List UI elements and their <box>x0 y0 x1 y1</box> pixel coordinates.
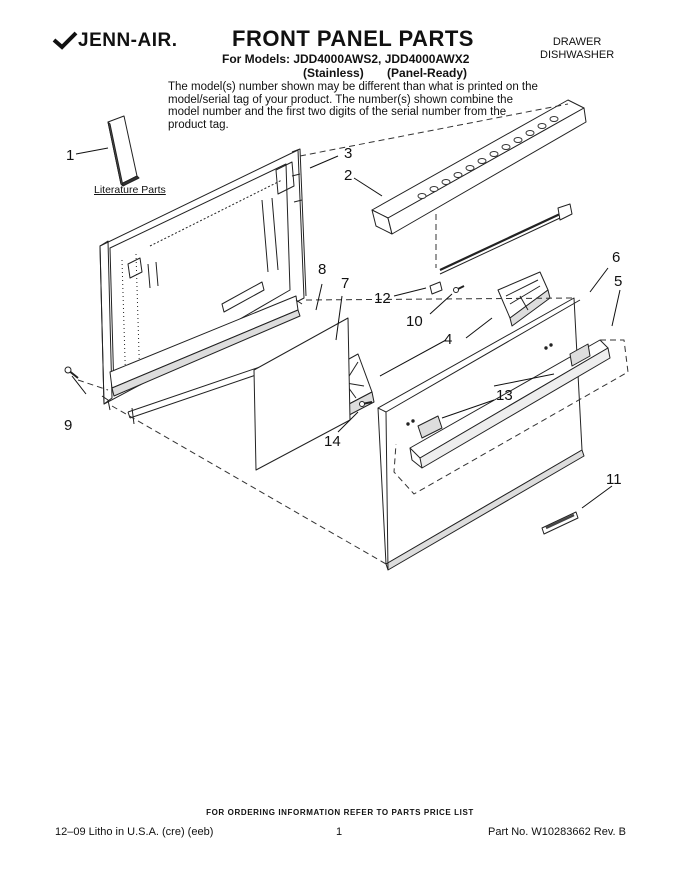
callout-6: 6 <box>612 249 620 266</box>
door-handle <box>406 339 611 469</box>
connector <box>429 281 443 295</box>
model-number-note: The model(s) number shown may be differe… <box>168 81 538 131</box>
callout-1: 1 <box>66 147 74 164</box>
model-variants: (Stainless) (Panel-Ready) <box>303 66 487 80</box>
brand-logo: JENN-AIR. <box>56 30 178 52</box>
callout-13: 13 <box>496 387 513 404</box>
callout-leaders <box>71 147 621 509</box>
brand-name: JENN-AIR. <box>78 30 178 51</box>
model-numbers: For Models: JDD4000AWS2, JDD4000AWX2 <box>222 52 470 66</box>
callout-3: 3 <box>344 145 352 162</box>
callout-7: 7 <box>341 275 349 292</box>
brand-badge <box>541 511 579 535</box>
variant-panel-ready: (Panel-Ready) <box>387 66 468 80</box>
ordering-info-note: FOR ORDERING INFORMATION REFER TO PARTS … <box>206 808 474 817</box>
callout-14: 14 <box>324 433 341 450</box>
wire-harness <box>439 203 573 275</box>
callout-10: 10 <box>406 313 423 330</box>
literature-booklet <box>107 115 140 187</box>
callout-2: 2 <box>344 167 352 184</box>
product-type: DRAWER DISHWASHER <box>540 36 614 62</box>
part-number: Part No. W10283662 Rev. B <box>488 826 626 838</box>
screw-9 <box>64 366 79 379</box>
callout-11: 11 <box>606 471 622 488</box>
product-type-line-1: DRAWER <box>552 36 602 48</box>
callout-9: 9 <box>64 417 72 434</box>
page-number: 1 <box>336 826 343 838</box>
variant-stainless: (Stainless) <box>303 66 364 80</box>
callout-4: 4 <box>444 331 452 348</box>
litho-info: 12–09 Litho in U.S.A. (cre) (eeb) <box>55 826 214 838</box>
page-title: FRONT PANEL PARTS <box>232 26 474 51</box>
callout-5: 5 <box>614 273 622 290</box>
callout-8: 8 <box>318 261 326 278</box>
screw-10 <box>453 285 465 293</box>
screw-14 <box>359 401 373 407</box>
bracket-upper <box>497 271 551 327</box>
product-type-line-2: DISHWASHER <box>540 49 615 61</box>
assembly-lines <box>77 103 629 565</box>
brand-logo-icon <box>52 31 78 50</box>
callout-12: 12 <box>374 290 391 307</box>
control-console <box>371 99 587 235</box>
literature-parts-label: Literature Parts <box>94 184 166 196</box>
inner-door-panel <box>99 148 307 425</box>
